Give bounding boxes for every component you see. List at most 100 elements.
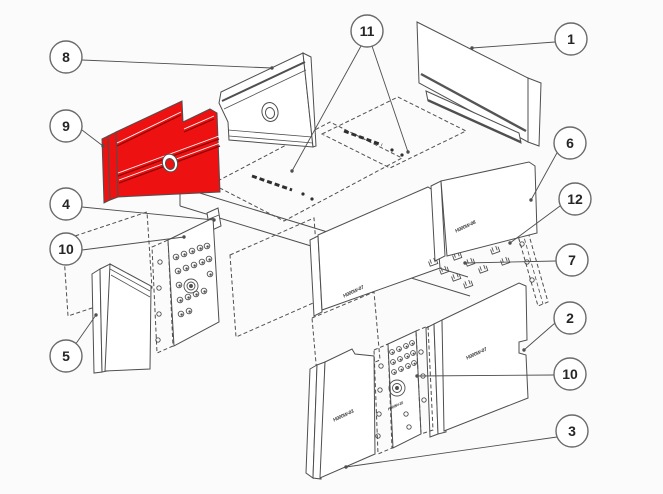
part-8-side (302, 52, 317, 148)
plate-10a-holes (177, 310, 185, 318)
plate-10a-holes (188, 310, 191, 313)
part-9-hole-inner (164, 158, 176, 170)
plate-10b-bolt (377, 387, 383, 393)
plate-10b-ring (418, 349, 424, 355)
plate-10b-holes (390, 359, 396, 365)
top-plate-left-slots (251, 174, 293, 192)
plate-10b-right-strip (415, 325, 434, 435)
part-5-lip (109, 268, 151, 292)
callout-4-balloon (49, 187, 83, 221)
plate-10b-holes (410, 350, 416, 356)
plate-10a-face (167, 217, 220, 347)
panel-mid-face (317, 186, 441, 311)
plate-mark (301, 192, 305, 196)
leader-line-3 (345, 436, 558, 468)
plate-10b-holes (396, 346, 402, 352)
callout-1-balloon (554, 22, 588, 56)
plate-mark (390, 148, 394, 152)
rail-12-ring (519, 241, 525, 247)
part-1-side (527, 77, 542, 147)
plate-10a-holes (205, 255, 213, 263)
plate-10b-ring (421, 397, 427, 403)
callout-12-balloon (558, 182, 592, 216)
plate-10b-holes (405, 363, 411, 369)
plate-10b-bolt (376, 411, 382, 417)
leader-line-12 (509, 205, 561, 244)
plate-10a-holes (206, 270, 214, 278)
part-3-face (319, 348, 376, 479)
part-7-clip (439, 265, 450, 275)
plate-10a-holes (195, 293, 198, 296)
plate-10a-holes (182, 264, 190, 272)
part-8-hole-inner (264, 107, 276, 119)
callout-7-balloon (555, 243, 589, 277)
leader-dot-11 (290, 169, 294, 173)
plate-10a-holes (184, 293, 192, 301)
plate-10b-holes (398, 348, 401, 351)
callout-7-number: 7 (568, 252, 576, 268)
plate-10a-holes (193, 264, 196, 267)
plate-10b-holes (412, 352, 415, 355)
callout-9-number: 9 (62, 118, 70, 134)
plate-10b-rosette (395, 386, 399, 390)
plate-10a-holes (208, 258, 211, 261)
callout-3-balloon (555, 414, 589, 448)
callout-8-balloon (49, 40, 83, 74)
plate-10a-holes (199, 247, 202, 250)
callout-5-number: 5 (62, 348, 70, 364)
leader-line-6 (530, 150, 559, 201)
leader-dot-5 (94, 313, 98, 317)
callout-6-balloon (553, 126, 587, 160)
plate-10a-holes (203, 290, 206, 293)
callout-8-number: 8 (62, 49, 70, 65)
callout-10-number: 10 (58, 241, 74, 257)
part-8-groove (221, 61, 306, 102)
plate-10a-holes (175, 281, 183, 289)
plate-10b-bolt (403, 411, 409, 417)
leader-dot-3 (344, 465, 348, 469)
plate-10a-holes (190, 261, 198, 269)
part-1-sill (425, 90, 522, 144)
plate-10b-holes (405, 345, 408, 348)
plate-10a-holes (178, 284, 181, 287)
plate-10a-holes (176, 296, 184, 304)
callout-6-number: 6 (566, 135, 574, 151)
plate-10b-holes (413, 362, 416, 365)
plate-10a-holes (172, 253, 180, 261)
top-plate-right-slots (343, 129, 383, 147)
part-8-groove (228, 135, 314, 144)
part-5-face (104, 263, 152, 372)
leader-dot-2 (522, 348, 526, 352)
plate-10a-holes (198, 258, 206, 266)
callout-3-number: 3 (568, 423, 576, 439)
leader-line-10 (416, 374, 555, 377)
leader-dot-6 (529, 198, 533, 202)
part-9-groove (116, 111, 182, 144)
plate-10b-holes (399, 358, 402, 361)
plate-10a-holes (185, 307, 193, 315)
plate-10a-bolt (155, 337, 161, 343)
leader-dot-10 (182, 235, 186, 239)
plate-10b-holes (391, 351, 394, 354)
plate-10b-bolt (378, 363, 384, 369)
plate-10a-holes (209, 273, 212, 276)
part-2-face (441, 282, 529, 432)
plate-10a-holes (200, 287, 208, 295)
plate-10a-holes (187, 296, 190, 299)
callout-11-number: 11 (360, 23, 375, 39)
plate-10a-holes (175, 256, 178, 259)
part-6-spine (430, 180, 446, 262)
part-7-clip (451, 272, 462, 282)
callout-2-number: 2 (566, 310, 574, 326)
plate-10a-holes (174, 267, 182, 275)
leader-line-8 (81, 59, 273, 69)
callout-10-balloon (49, 232, 83, 266)
plate-10a-holes (206, 245, 209, 248)
rail-12-ring (529, 277, 535, 283)
part-6-face (440, 161, 538, 257)
part-7-clip (463, 279, 474, 289)
part-9-groove (183, 115, 215, 130)
plate-10b-holes (409, 340, 415, 346)
leader-dot-12 (508, 241, 512, 245)
